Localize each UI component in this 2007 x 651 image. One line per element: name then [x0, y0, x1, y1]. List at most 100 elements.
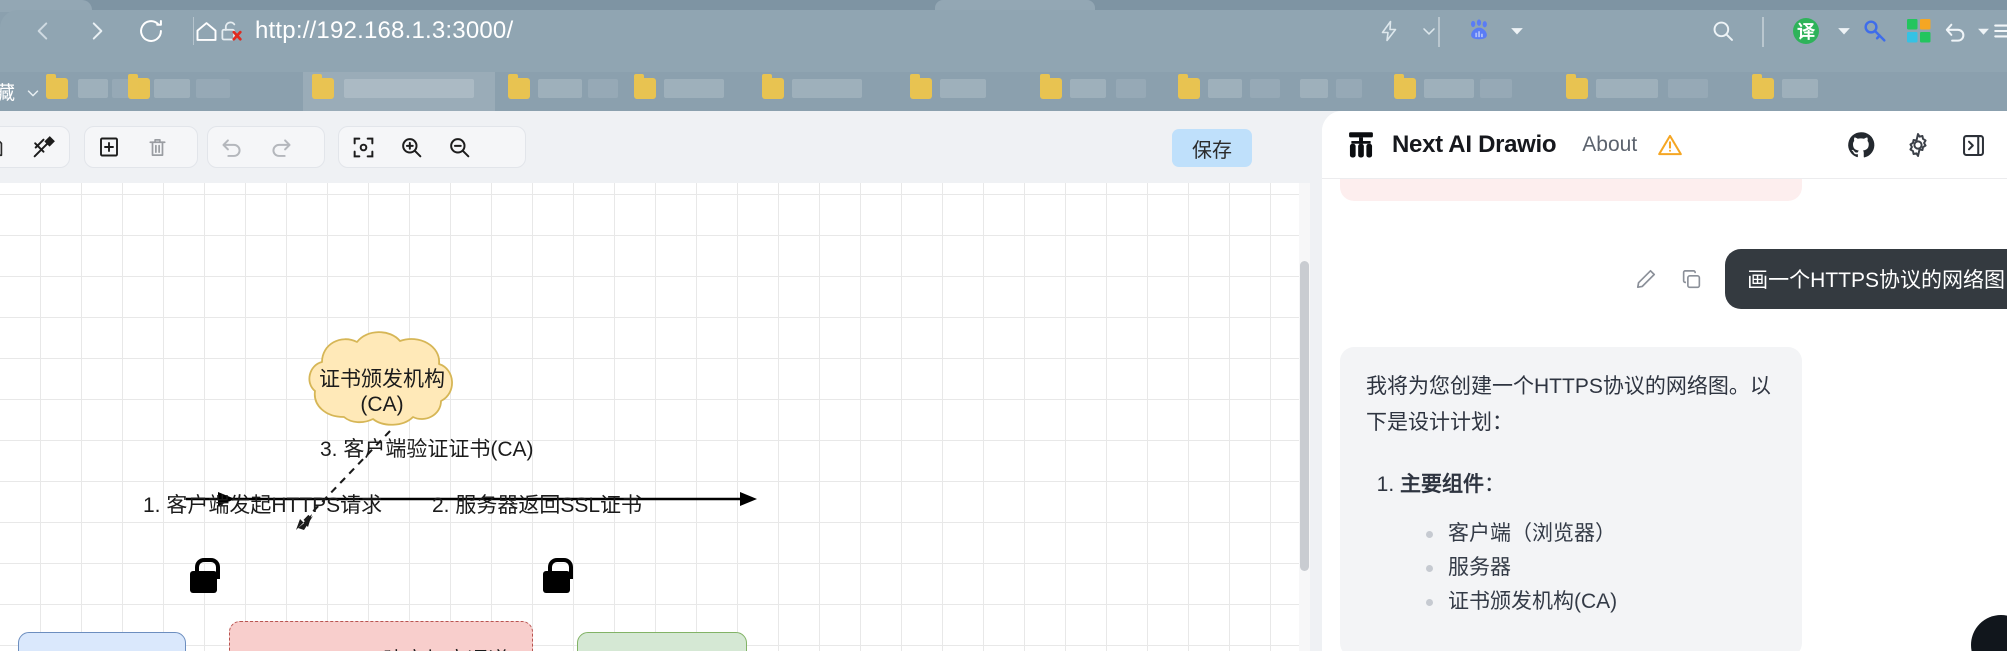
bookmark-item[interactable]: [1250, 79, 1280, 98]
bookmark-item[interactable]: [78, 79, 108, 98]
fit-to-screen-icon[interactable]: [339, 127, 387, 167]
padlock-icon: [190, 558, 220, 593]
diagram-node-client[interactable]: 客户端(浏览器): [18, 632, 186, 651]
bookmark-item[interactable]: [344, 79, 474, 98]
chevron-down-icon-bookmarks[interactable]: [24, 84, 42, 107]
list-item: 证书颁发机构(CA): [1420, 585, 1776, 619]
list-item: 客户端（浏览器）: [1420, 517, 1776, 551]
toolbar-divider-3: [1762, 17, 1764, 47]
panel-gap: [1310, 111, 1322, 651]
toolbar-divider: [193, 17, 194, 45]
insecure-lock-icon: [218, 19, 243, 44]
chevron-down-icon[interactable]: [1408, 10, 1450, 52]
bookmark-item-icon[interactable]: [1566, 74, 1588, 99]
bookmark-item[interactable]: [940, 79, 986, 98]
bookmark-item-icon[interactable]: [312, 74, 334, 99]
bookmark-item[interactable]: [1596, 79, 1658, 98]
zoom-out-icon[interactable]: [435, 127, 483, 167]
list-item: 主要组件： 客户端（浏览器） 服务器 证书颁发机构(CA): [1400, 467, 1776, 619]
caret-down-icon-2[interactable]: [1823, 10, 1865, 52]
trash-icon[interactable]: [133, 127, 181, 167]
canvas-scrollbar-thumb[interactable]: [1300, 261, 1309, 571]
lightning-icon[interactable]: [1368, 10, 1410, 52]
browser-tab-other[interactable]: [935, 0, 1095, 10]
key-icon[interactable]: [1854, 10, 1896, 52]
bookmark-item-highlighted[interactable]: [303, 72, 495, 111]
diagram-node-tls[interactable]: TLS/SSL加密通道: [229, 621, 533, 651]
magic-wand-icon[interactable]: [19, 127, 67, 167]
assistant-message: 我将为您创建一个HTTPS协议的网络图。以下是设计计划： 主要组件： 客户端（浏…: [1340, 347, 1802, 651]
bookmark-item[interactable]: [1336, 79, 1362, 98]
bookmark-item[interactable]: [1070, 79, 1106, 98]
bookmark-item-icon[interactable]: [508, 74, 530, 99]
zoom-in-icon[interactable]: [387, 127, 435, 167]
bookmark-item[interactable]: [1116, 79, 1146, 98]
drawio-toolbar: 保存: [0, 111, 1310, 183]
bookmark-item[interactable]: [196, 79, 230, 98]
bookmark-item[interactable]: [792, 79, 862, 98]
collapse-panel-icon[interactable]: [1960, 132, 1987, 159]
about-link[interactable]: About: [1582, 132, 1638, 156]
bookmarks-bar: 藏: [0, 72, 2007, 111]
undo-icon[interactable]: [208, 127, 256, 167]
home-button[interactable]: [185, 10, 227, 52]
bookmark-item[interactable]: [538, 79, 582, 98]
bookmark-item[interactable]: [1480, 79, 1512, 98]
panel-corner-decoration: [1961, 605, 2007, 651]
browser-chrome: http://192.168.1.3:3000/ 译: [0, 0, 2007, 111]
hamburger-menu-icon[interactable]: [1984, 10, 2007, 52]
bookmark-item-icon[interactable]: [1752, 74, 1774, 99]
add-page-icon[interactable]: [85, 127, 133, 167]
undo-history-icon[interactable]: [1934, 10, 1976, 52]
bookmark-item[interactable]: [1208, 79, 1242, 98]
sitemap-icon: [1344, 128, 1378, 162]
diagram-edge-label-3: 3. 客户端验证证书(CA): [320, 438, 534, 461]
bookmark-item-icon[interactable]: [634, 74, 656, 99]
bookmark-item[interactable]: [664, 79, 724, 98]
list-item-heading: 主要组件: [1400, 473, 1484, 497]
forward-button[interactable]: [76, 10, 118, 52]
diagram-node-ca-label: 证书颁发机构(CA): [319, 368, 445, 416]
previous-message-bubble: [1340, 179, 1802, 201]
pencil-icon[interactable]: [1634, 267, 1658, 291]
assistant-messages[interactable]: 画一个HTTPS协议的网络图 我将为您创建一个HTTPS协议的网络图。以下是设计…: [1322, 179, 2007, 651]
reload-button[interactable]: [130, 10, 172, 52]
caret-down-icon[interactable]: [1496, 10, 1538, 52]
bookmark-item[interactable]: [1668, 79, 1708, 98]
bookmark-item[interactable]: [154, 79, 190, 98]
redo-icon[interactable]: [256, 127, 304, 167]
padlock-icon-2: [543, 558, 573, 593]
navigation-bar: [0, 10, 2007, 72]
bookmark-item[interactable]: [1782, 79, 1818, 98]
translate-icon[interactable]: 译: [1785, 10, 1827, 52]
diagram-node-server[interactable]: 服务器: [577, 632, 747, 651]
bookmark-item[interactable]: [1300, 79, 1328, 98]
bookmark-item-icon[interactable]: [762, 74, 784, 99]
github-icon[interactable]: [1846, 130, 1876, 160]
file-icon[interactable]: [0, 127, 19, 167]
bookmark-item-icon[interactable]: [1178, 74, 1200, 99]
bookmark-folder-icon[interactable]: [46, 74, 68, 99]
copy-icon[interactable]: [1680, 268, 1703, 291]
gear-icon[interactable]: [1904, 131, 1932, 159]
bookmark-item[interactable]: [1424, 79, 1474, 98]
page-title: Next AI Drawio: [1392, 130, 1557, 158]
address-bar[interactable]: http://192.168.1.3:3000/: [218, 10, 513, 52]
warning-triangle-icon[interactable]: [1657, 132, 1683, 158]
save-button[interactable]: 保存: [1172, 129, 1252, 167]
bookmark-item-icon[interactable]: [128, 74, 150, 99]
apps-grid-icon[interactable]: [1898, 10, 1940, 52]
bookmarks-label: 藏: [0, 83, 16, 104]
caret-down-icon-3[interactable]: [1962, 10, 2004, 52]
bookmark-item-icon[interactable]: [1040, 74, 1062, 99]
diagram-node-ca[interactable]: 证书颁发机构(CA): [303, 331, 461, 427]
bookmark-item[interactable]: [588, 79, 618, 98]
diagram-canvas[interactable]: 证书颁发机构(CA) TLS/SSL加密通道 客户端(浏览器) 服务器 1. 客…: [0, 183, 1310, 651]
browser-tab-active[interactable]: [0, 0, 92, 12]
back-button[interactable]: [22, 10, 64, 52]
bookmark-item-icon[interactable]: [1394, 74, 1416, 99]
bookmark-item-icon[interactable]: [910, 74, 932, 99]
assistant-bullet-list: 客户端（浏览器） 服务器 证书颁发机构(CA): [1420, 517, 1776, 619]
search-icon[interactable]: [1702, 10, 1744, 52]
baidu-paw-icon[interactable]: [1458, 10, 1500, 52]
